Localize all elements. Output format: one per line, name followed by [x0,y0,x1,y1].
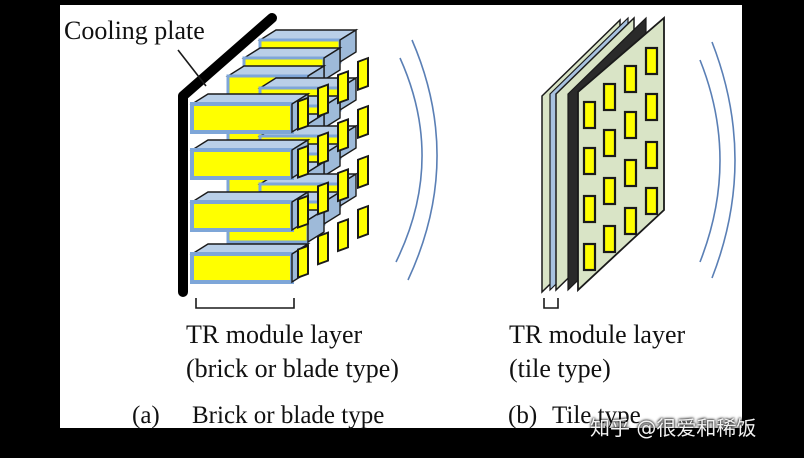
tile-apertures [582,46,659,272]
tile-aperture [582,194,597,224]
brick-type-illustration [177,13,438,309]
tile-aperture [602,224,617,254]
element-aperture [317,231,329,266]
tile-type-illustration [541,16,736,309]
tile-aperture [582,146,597,176]
tile-radiation-wave-outer [699,59,721,263]
element-aperture [357,104,369,140]
element-aperture [337,167,349,203]
element-aperture [297,144,309,179]
element-aperture [357,56,369,92]
brick-front-face [190,148,294,180]
caption-b-text: Tile type [552,402,641,429]
element-aperture [297,96,309,131]
element-aperture [297,244,309,279]
tile-aperture [602,82,617,112]
tile-layer-bracket [543,298,559,309]
radiation-wave-outer [395,57,423,263]
tile-aperture [602,128,617,158]
element-aperture [317,181,329,216]
element-aperture [337,217,349,253]
tile-radiation-wave-inner [711,41,736,279]
tile-aperture [582,242,597,272]
tile-aperture [623,206,638,236]
tile-aperture [623,158,638,188]
tile-aperture [582,100,597,130]
tile-aperture [602,176,617,206]
cooling-plate [178,13,277,297]
caption-b-label: (b) [508,402,538,429]
element-aperture [357,154,369,190]
tile-aperture [644,46,659,76]
brick-layer-bracket [195,298,295,309]
element-aperture [317,131,329,166]
element-apertures [297,56,369,279]
element-aperture [337,69,349,105]
tile-layer-front [577,16,665,293]
tile-aperture [644,140,659,170]
callout-leader-line [177,49,207,87]
tile-aperture [623,64,638,94]
brick-layer-label-line2: (brick or blade type) [186,354,399,383]
element-aperture [337,117,349,153]
tile-aperture [623,110,638,140]
watermark-text: 知乎 @很爱和稀饭 [590,416,757,440]
tile-layer-label-line1: TR module layer [509,320,686,349]
caption-a-text: Brick or blade type [192,402,385,429]
tile-aperture [644,92,659,122]
caption-a-label: (a) [132,402,160,429]
tile-layer-label-line2: (tile type) [509,354,611,383]
tile-aperture [644,186,659,216]
element-aperture [317,83,329,118]
brick-layer-label-line1: TR module layer [186,320,363,349]
cooling-plate-label: Cooling plate [64,16,205,45]
brick-front-face [190,102,294,134]
element-aperture [357,204,369,240]
brick-front-face [190,252,294,284]
radiation-wave-inner [407,39,438,281]
element-aperture [297,194,309,229]
brick-front-face [190,200,294,232]
